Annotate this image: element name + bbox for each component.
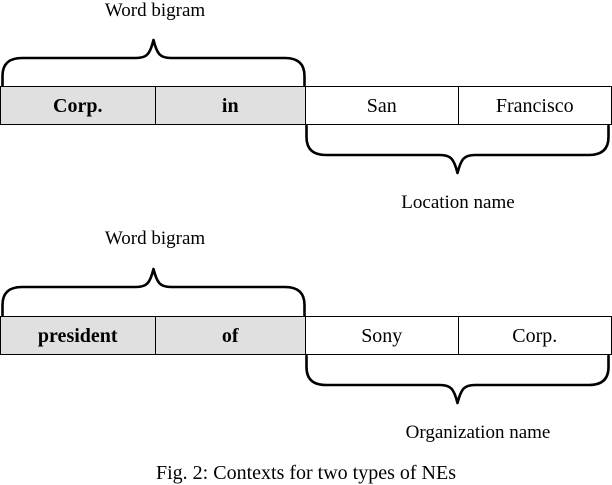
- word-cell-corp: Corp.: [1, 87, 156, 124]
- location-name-brace: [304, 125, 612, 183]
- word-bigram-label-2: Word bigram: [104, 228, 206, 249]
- word-cell-francisco: Francisco: [458, 87, 611, 124]
- word-cell-of: of: [155, 317, 306, 354]
- word-cell-president: president: [1, 317, 156, 354]
- word-cell-sony: Sony: [306, 317, 459, 354]
- organization-name-brace: [304, 355, 612, 413]
- word-bigram-brace-1: [0, 30, 308, 88]
- location-name-label: Location name: [401, 192, 515, 213]
- word-bigram-label-1: Word bigram: [104, 0, 206, 21]
- word-strip-2: president of Sony Corp.: [0, 316, 612, 355]
- word-cell-corp: Corp.: [458, 317, 611, 354]
- word-cell-in: in: [155, 87, 306, 124]
- word-cell-san: San: [306, 87, 459, 124]
- word-bigram-brace-2: [0, 259, 308, 317]
- word-strip-1: Corp. in San Francisco: [0, 86, 612, 125]
- figure-caption: Fig. 2: Contexts for two types of NEs: [156, 462, 456, 484]
- organization-name-label: Organization name: [405, 422, 551, 443]
